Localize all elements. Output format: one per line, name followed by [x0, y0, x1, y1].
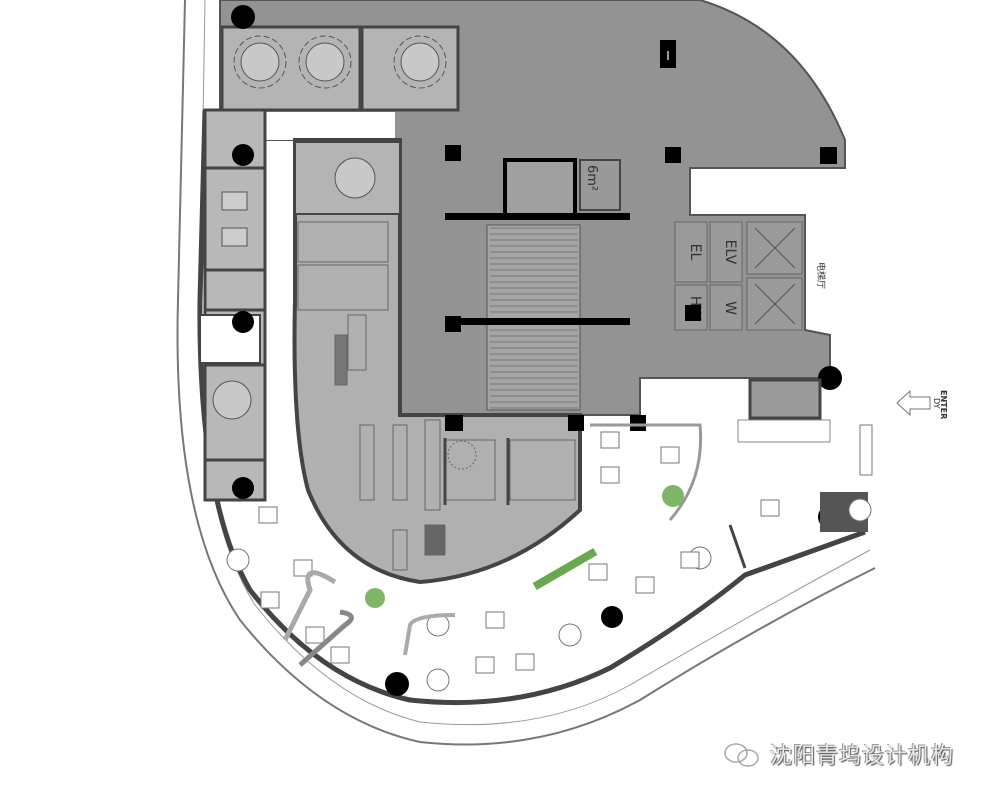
area-label: 6m²: [584, 165, 599, 191]
planter: [532, 548, 598, 590]
elevator-label-w: W: [722, 301, 738, 315]
stair-wall: [445, 318, 630, 325]
square-table: [600, 431, 620, 449]
dining-tables: [226, 431, 872, 692]
enter-arrow-icon: [896, 389, 931, 417]
reception-counter: [737, 419, 831, 443]
square-table: [475, 656, 495, 674]
round-table: [426, 668, 450, 692]
elevator-block: [674, 221, 803, 331]
core-mark: I: [666, 49, 670, 63]
kitchen-fixtures: [297, 221, 576, 571]
shaft: [579, 159, 621, 211]
entrance-stand: [859, 424, 873, 476]
square-table: [760, 499, 780, 517]
square-tables: [221, 191, 248, 247]
stair-treads: [490, 227, 578, 409]
square-table: [660, 446, 680, 464]
wechat-icon: [724, 743, 759, 767]
elevator-label-elv: ELV: [722, 240, 738, 265]
columns: [231, 5, 842, 696]
square-table: [588, 563, 608, 581]
square-table: [330, 646, 350, 664]
partition: [728, 524, 747, 569]
square-table: [260, 591, 280, 609]
bar-area: [590, 423, 703, 521]
watermark: 沈阳青坞设计机构: [770, 744, 955, 769]
left-room-dividers: [205, 166, 265, 462]
square-table: [680, 551, 700, 569]
square-table: [293, 559, 313, 577]
square-table: [258, 506, 278, 524]
partition: [298, 609, 354, 667]
elevator-label-el: EL: [687, 244, 703, 261]
square-table: [635, 576, 655, 594]
round-tables-top: [233, 35, 447, 89]
plant: [365, 588, 385, 608]
partition: [403, 613, 456, 656]
round-table: [334, 157, 376, 199]
partition: [282, 570, 337, 642]
stairs: [486, 224, 581, 411]
square-table: [515, 653, 535, 671]
elevator-hall-label: 电梯厅: [815, 262, 827, 289]
round-table: [558, 623, 582, 647]
square-table: [485, 611, 505, 629]
plant: [662, 485, 684, 507]
cutout: [265, 112, 395, 140]
left-rooms: [203, 108, 267, 502]
round-table: [226, 548, 250, 572]
entrance-dy-label: DY: [932, 398, 941, 409]
enter-label: ENTER: [939, 390, 948, 419]
square-table: [600, 466, 620, 484]
square-table: [305, 626, 325, 644]
lift-shaft: [503, 158, 577, 217]
reception: [748, 378, 822, 420]
round-table: [212, 380, 252, 420]
outer-facade: [176, 0, 876, 746]
round-table: [848, 498, 872, 522]
